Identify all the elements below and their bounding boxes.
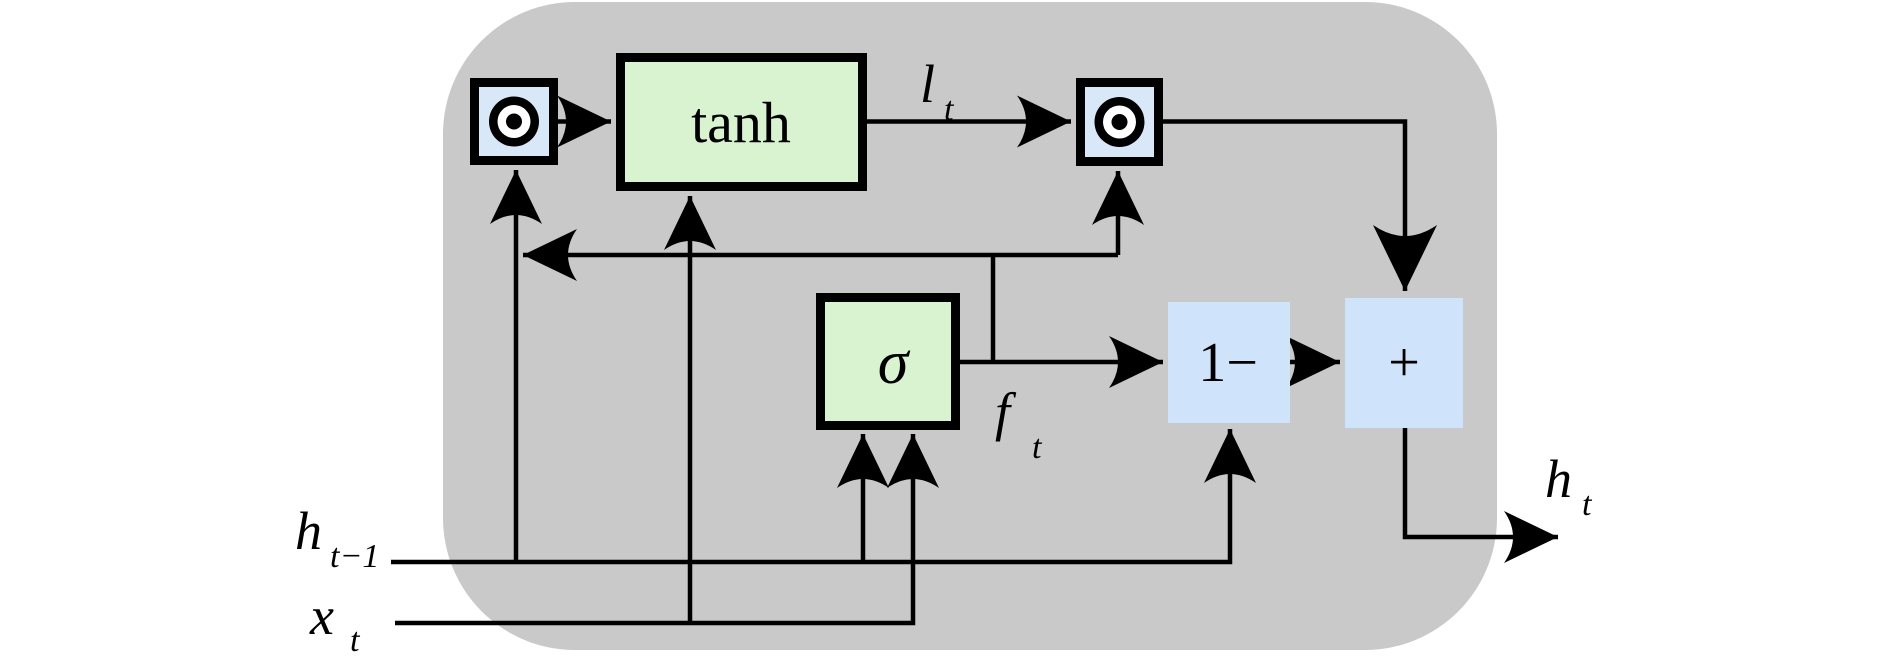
tanh-box xyxy=(616,53,867,191)
product-left-node xyxy=(470,78,558,165)
circled-dot-icon xyxy=(489,96,539,147)
connector-x-to-sigma xyxy=(395,434,939,626)
svg-text:t−1: t−1 xyxy=(330,538,379,575)
one-minus-node: 1− xyxy=(1168,302,1290,423)
sigma-gate-node: σ xyxy=(816,293,960,430)
circled-dot-icon xyxy=(1094,97,1145,147)
plus-label: + xyxy=(1388,332,1420,394)
svg-text:x: x xyxy=(309,586,334,646)
cell-background xyxy=(443,2,1497,650)
connector-plus-to-h-out xyxy=(1402,428,1558,563)
plus-node: + xyxy=(1345,298,1463,428)
svg-text:t: t xyxy=(350,622,361,659)
svg-text:l: l xyxy=(920,54,935,114)
connector-h-prev-to-one-minus xyxy=(391,429,1256,565)
svg-text:t: t xyxy=(944,91,955,128)
product-right-node xyxy=(1076,78,1163,166)
one-minus-box xyxy=(1168,302,1290,423)
sigma-label: σ xyxy=(878,329,911,397)
sigma-box xyxy=(816,293,960,430)
tanh-label: tanh xyxy=(691,90,791,155)
svg-text:h: h xyxy=(295,501,322,561)
svg-text:t: t xyxy=(1032,429,1043,466)
h-prev-input-label: h t−1 xyxy=(295,501,379,575)
plus-box xyxy=(1345,298,1463,428)
x-t-input-label: x t xyxy=(309,586,361,659)
connectors xyxy=(391,95,1558,626)
tanh-gate-node: tanh xyxy=(616,53,867,191)
h-t-output-label: h t xyxy=(1545,449,1593,523)
svg-text:t: t xyxy=(1582,486,1593,523)
l-t-label: l t xyxy=(920,54,955,128)
connector-product-right-to-plus xyxy=(1163,119,1437,291)
one-minus-label: 1− xyxy=(1198,332,1258,394)
svg-text:h: h xyxy=(1545,449,1572,509)
